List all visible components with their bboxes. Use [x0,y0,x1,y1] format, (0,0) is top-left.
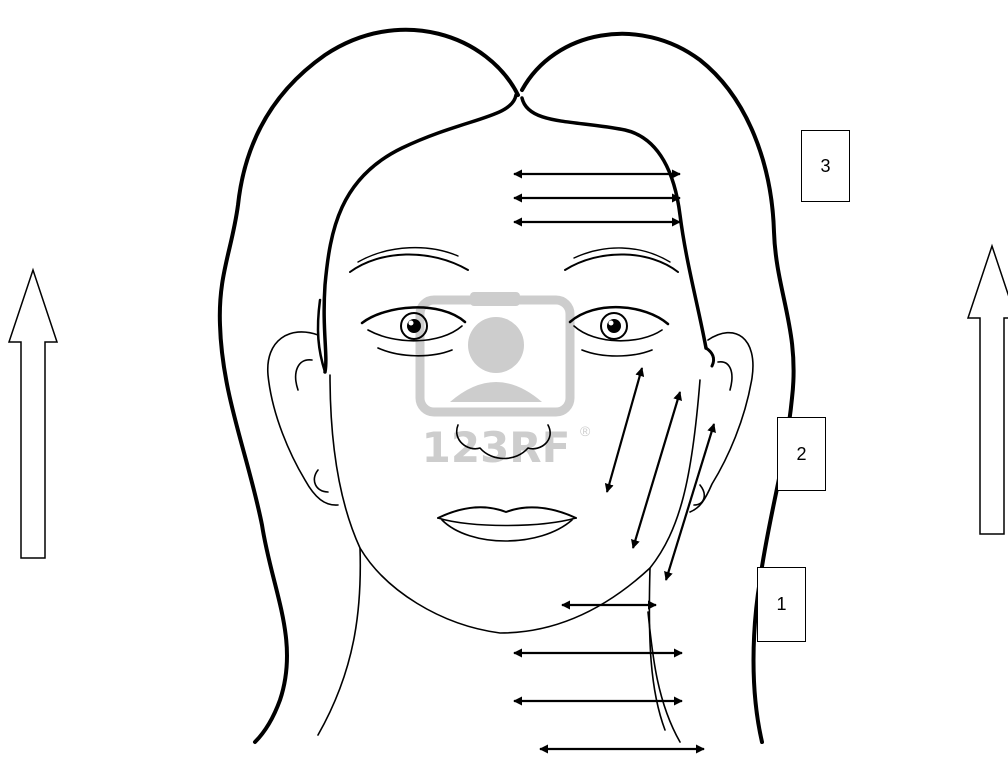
neck-arrows [514,605,704,749]
forehead-arrows [514,174,680,222]
double-arrow-icon [666,424,714,580]
zone-label-2: 2 [777,417,826,491]
double-arrow-icon [633,392,680,548]
zone-label-1: 1 [757,567,806,642]
watermark-registered-mark: ® [580,423,591,439]
right-up-arrow-icon [968,246,1008,534]
watermark-logo: 123RF ® [420,292,591,472]
zone-label-3: 3 [801,130,850,202]
watermark-text: 123RF [422,423,571,472]
double-arrow-icon [607,368,642,492]
left-up-arrow-icon [9,270,57,558]
